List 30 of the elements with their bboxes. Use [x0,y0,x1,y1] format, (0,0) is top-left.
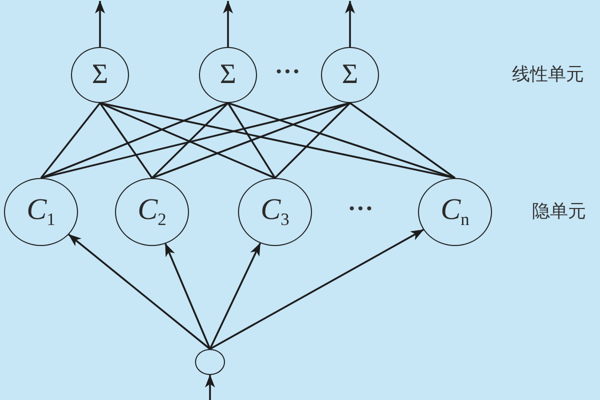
arrow [95,0,105,47]
summation-symbol: Σ [342,61,358,89]
arrow [205,374,215,400]
layer-label: 隐单元 [532,202,586,222]
summation-symbol: Σ [92,61,108,89]
arrow [209,242,262,350]
ellipsis: ··· [348,196,374,222]
connection-line [40,102,228,179]
input-node [195,349,225,375]
connection-line [227,102,276,178]
unit-label: C$_{2}$ [138,195,166,229]
arrow [68,234,211,350]
connection-line [151,102,229,179]
unit-label: C$_{n}$ [440,195,470,229]
ellipsis: ··· [275,60,301,84]
layer-label: 线性单元 [512,65,584,85]
connection-line [349,102,456,179]
arrow [210,228,424,350]
arrow [345,0,355,47]
arrow [223,0,233,47]
connection-line [100,102,276,179]
connection-line [99,102,153,179]
summation-symbol: Σ [220,61,236,89]
unit-label: C$_{1}$ [26,195,56,229]
connection-line [228,102,456,179]
connection-line [40,102,101,179]
connection-line [274,102,351,179]
unit-label: C$_{3}$ [260,195,290,229]
connection-line [152,102,350,179]
arrow [164,243,211,350]
